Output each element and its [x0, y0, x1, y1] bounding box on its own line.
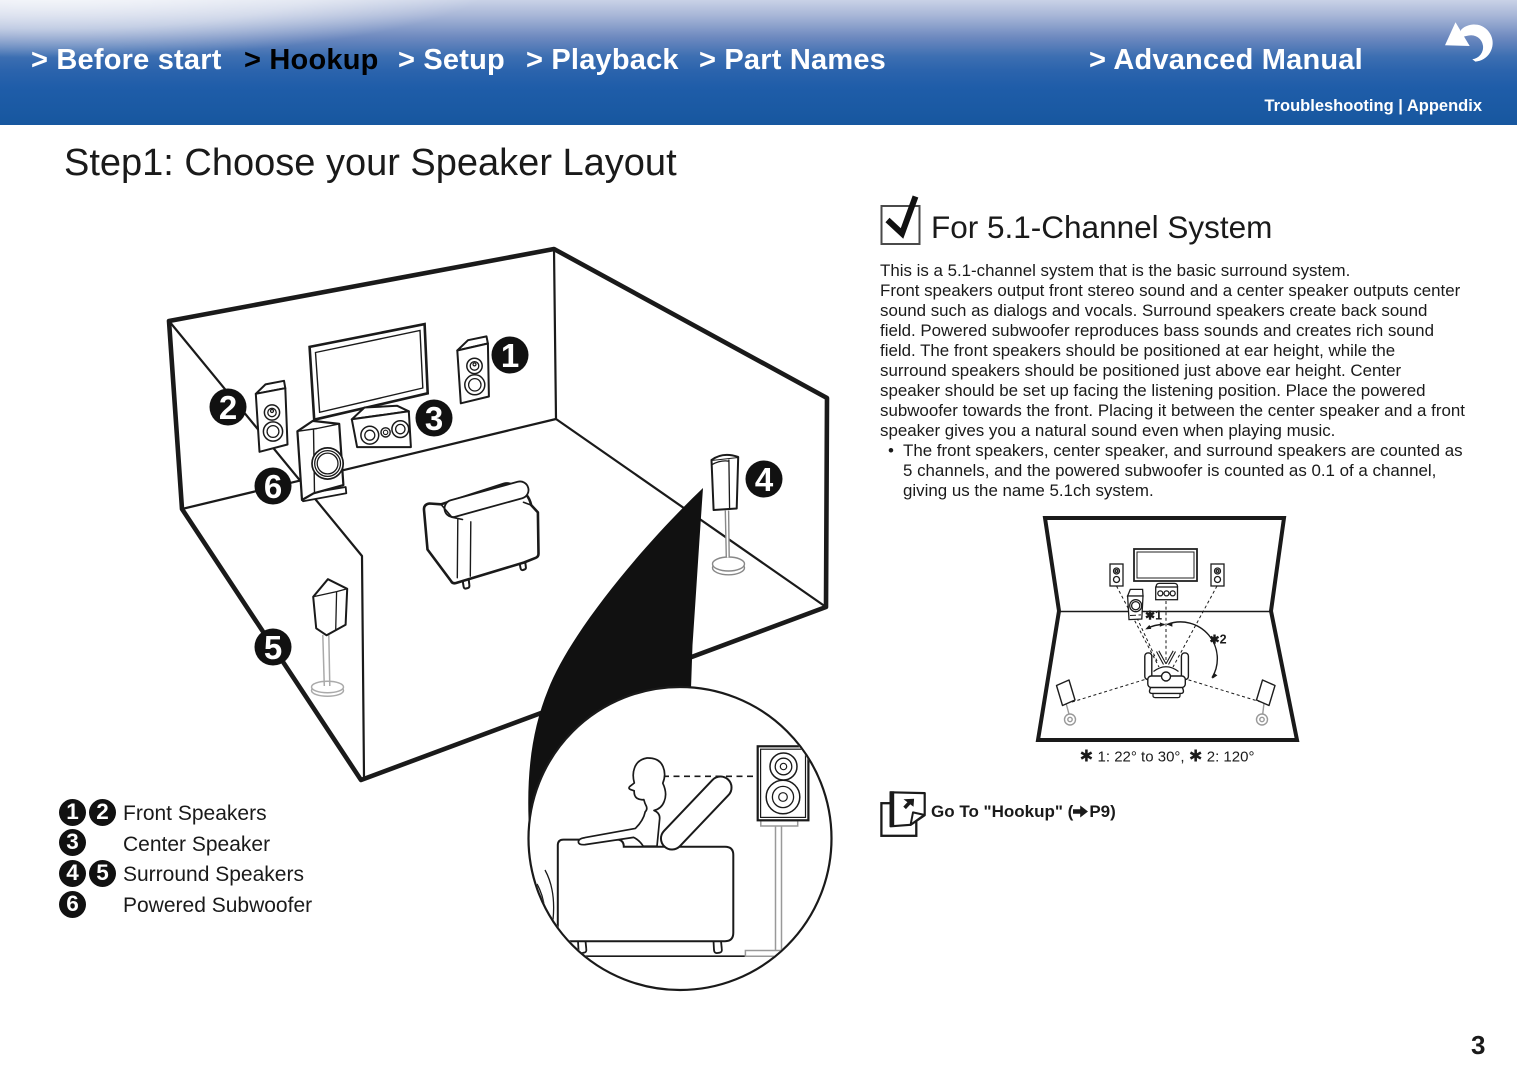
svg-text:6: 6 — [264, 468, 282, 505]
svg-text:4: 4 — [755, 461, 774, 498]
svg-text:1: 1 — [501, 337, 519, 374]
svg-text:✱ 1: 22° to 30°, ✱ 2: 120°: ✱ 1: 22° to 30°, ✱ 2: 120° — [1080, 748, 1255, 766]
svg-text:2: 2 — [219, 389, 237, 426]
svg-text:✱1: ✱1 — [1145, 609, 1162, 623]
svg-text:✱2: ✱2 — [1210, 633, 1227, 647]
svg-text:3: 3 — [425, 400, 443, 437]
svg-text:5: 5 — [264, 629, 282, 666]
